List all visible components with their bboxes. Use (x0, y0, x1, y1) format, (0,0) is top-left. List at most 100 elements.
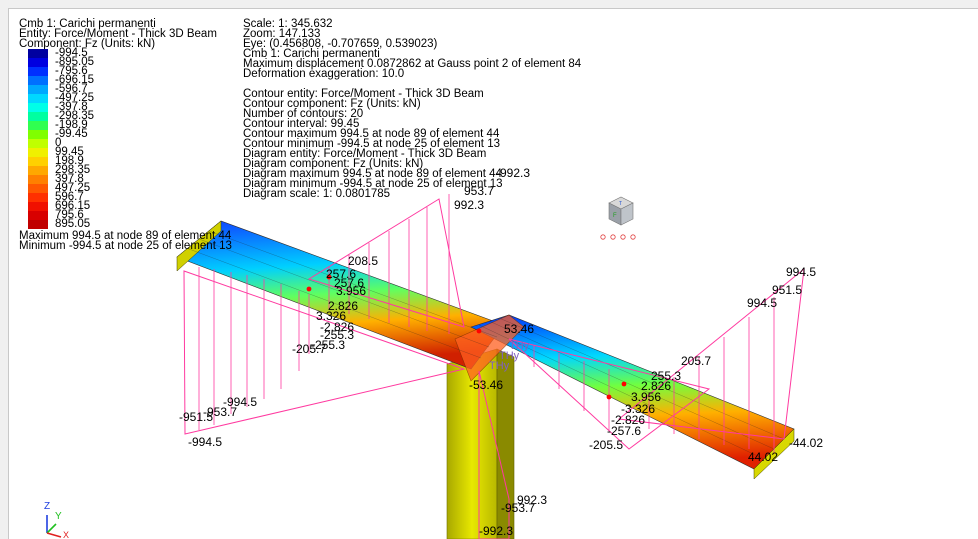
legend-swatch (28, 76, 48, 85)
diagram-label: -2.826 (611, 413, 645, 427)
legend-label: 99.45 (55, 146, 84, 158)
diagram-label: -994.5 (223, 395, 257, 409)
diagram-left-bottom-hatch (198, 267, 310, 430)
diagram-label: 951.5 (772, 283, 802, 297)
view-cube-controls[interactable] (600, 234, 636, 240)
info-line: Contour component: Fz (Units: kN) (243, 98, 421, 110)
y-axis-label: Y (55, 511, 62, 522)
diagram-label: 208.5 (348, 254, 378, 268)
legend-label: -99.45 (55, 128, 88, 140)
diagram-right-bottom-hatch (533, 345, 610, 431)
legend-label: 895.05 (55, 218, 91, 230)
diagram-label: -994.5 (188, 435, 222, 449)
home-icon[interactable] (630, 234, 636, 240)
diagram-column (478, 370, 510, 539)
diagram-label: -53.46 (469, 378, 503, 392)
diagram-label: 2.826 (641, 379, 671, 393)
legend-swatch (28, 67, 48, 76)
view-cube-right[interactable] (620, 202, 634, 226)
diagram-label: -953.7 (501, 501, 535, 515)
diagram-label: -953.7 (203, 405, 237, 419)
info-line: Contour interval: 99.45 (243, 118, 360, 130)
column-side (496, 348, 515, 539)
info-line: Zoom: 147.133 (243, 28, 321, 40)
diagram-label: 255.3 (651, 369, 681, 383)
legend-label: -298.35 (55, 110, 95, 122)
view-cube-top-label: T (619, 201, 622, 207)
legend-label: 397.8 (55, 173, 84, 185)
zoom-icon[interactable] (620, 234, 626, 240)
diagram-label: -255.3 (311, 338, 345, 352)
legend-swatch (28, 220, 48, 229)
beam-right-end (753, 428, 795, 480)
diagram-label: 205.7 (681, 354, 711, 368)
legend-label: -696.15 (55, 74, 95, 86)
rotate-right-icon[interactable] (610, 234, 616, 240)
info-line: Maximum displacement 0.0872862 at Gauss … (243, 58, 582, 70)
y-axis-icon (46, 523, 57, 534)
diagram-left-top (307, 198, 465, 328)
beam-mesh (188, 230, 785, 460)
legend-swatch (28, 103, 48, 112)
diagram-left-bottom (183, 270, 466, 435)
legend-swatch (28, 121, 48, 130)
graphics-viewport[interactable]: -994.5 -951.5 -994.5 -953.7 -205.7 -255.… (8, 8, 978, 539)
legend-label: 596.7 (55, 191, 84, 203)
legend-label: 298.35 (55, 164, 91, 176)
legend-label: 198.9 (55, 155, 84, 167)
info-line: Eye: (0.456808, -0.707659, 0.539023) (243, 38, 438, 50)
legend-swatch (28, 211, 48, 220)
legend-max-text: Maximum 994.5 at node 89 of element 44 (19, 230, 232, 242)
legend-label: 497.25 (55, 182, 91, 194)
legend-swatch (28, 139, 48, 148)
diagram-label: -951.5 (179, 410, 213, 424)
diagram-right-bottom (508, 338, 711, 450)
diagram-label: -992.3 (479, 524, 513, 538)
z-axis-label: Z (44, 501, 50, 512)
info-line: Contour entity: Force/Moment - Thick 3D … (243, 88, 484, 100)
view-cube[interactable]: F T (599, 195, 649, 245)
header-entity: Entity: Force/Moment - Thick 3D Beam (19, 28, 217, 40)
legend-label: 795.6 (55, 209, 84, 221)
diagram-label: 992.3 (454, 198, 484, 212)
legend-swatch (28, 94, 48, 103)
legend-swatch (28, 85, 48, 94)
diagram-label: 994.5 (786, 265, 816, 279)
axis-triad: Z Y X (44, 501, 69, 539)
info-line: Contour maximum 994.5 at node 89 of elem… (243, 128, 500, 140)
diagram-label: -992.3 (496, 166, 530, 180)
legend-swatch (28, 157, 48, 166)
diagram-label: 953.7 (464, 184, 494, 198)
info-line: Diagram minimum -994.5 at node 25 of ele… (243, 178, 503, 190)
diagram-label: -3.326 (621, 402, 655, 416)
legend-label: -795.6 (55, 65, 88, 77)
legend-label: -198.9 (55, 119, 88, 131)
diagram-label: 53.46 (504, 322, 534, 336)
legend-swatch (28, 148, 48, 157)
info-line: Scale: 1: 345.632 (243, 18, 333, 30)
local-axis-label: THy (489, 360, 510, 372)
legend-swatch (28, 175, 48, 184)
joint-block (454, 314, 525, 382)
diagram-label: 44.02 (748, 450, 778, 464)
model-scene[interactable]: -994.5 -951.5 -994.5 -953.7 -205.7 -255.… (9, 9, 978, 539)
legend-swatch (28, 202, 48, 211)
info-line: Cmb 1: Carichi permanenti (243, 48, 380, 60)
contour-legend-bar (28, 49, 48, 229)
legend-swatch (28, 49, 48, 58)
diagram-label: -205.7 (292, 342, 326, 356)
x-axis-label: X (63, 530, 69, 539)
diagram-label: -44.02 (789, 436, 823, 450)
diagram-label: 3.326 (316, 309, 346, 323)
legend-swatch (28, 193, 48, 202)
info-line: Diagram component: Fz (Units: kN) (243, 158, 424, 170)
rotate-left-icon[interactable] (600, 234, 606, 240)
beam-left-end (176, 220, 222, 272)
diagram-label: 992.3 (517, 493, 547, 507)
view-cube-front-label: F (613, 213, 617, 219)
diagram-right-top-hatch (648, 297, 775, 453)
diagram-label: 3.956 (631, 390, 661, 404)
diagram-label: 994.5 (747, 296, 777, 310)
diagram-label: -255.3 (320, 328, 354, 342)
legend-swatch (28, 184, 48, 193)
